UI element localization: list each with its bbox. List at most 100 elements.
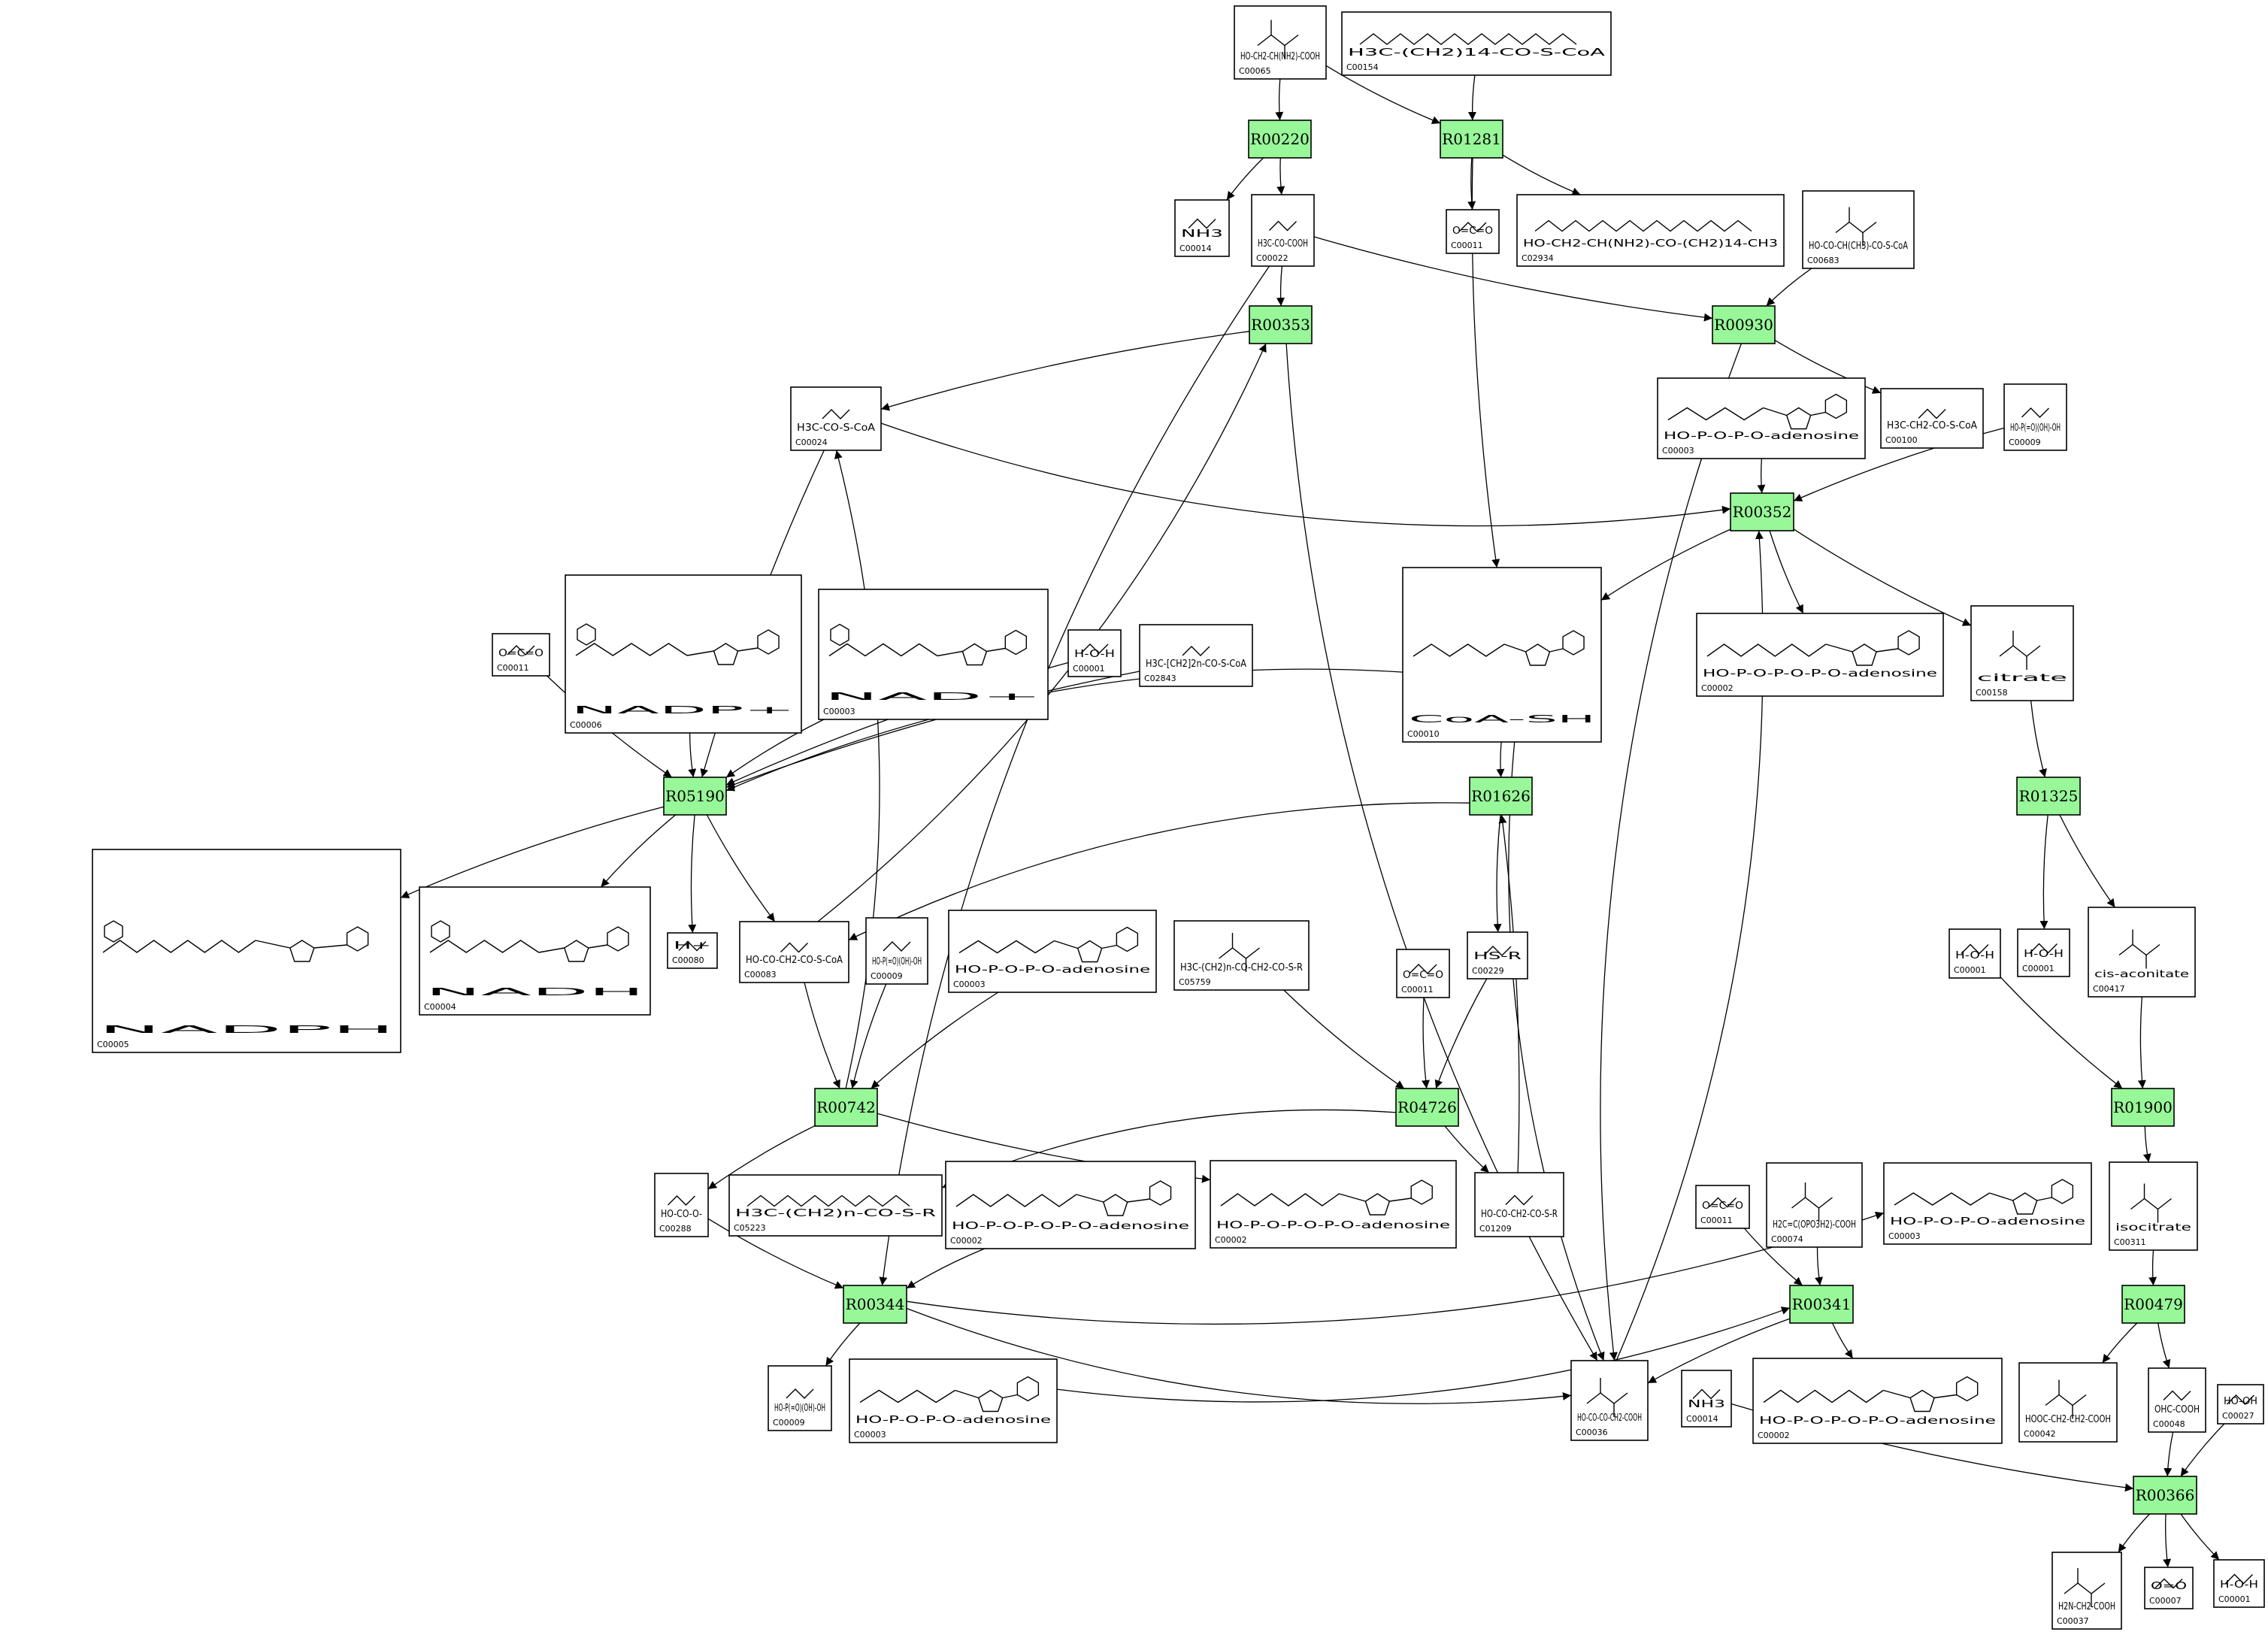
reaction-box[interactable]: [2016, 777, 2081, 816]
reaction-node-r05190[interactable]: R05190: [663, 777, 727, 816]
compound-box[interactable]: [790, 386, 882, 451]
reaction-box[interactable]: [1730, 492, 1794, 531]
compound-box[interactable]: [739, 921, 849, 983]
compound-box[interactable]: [654, 1173, 709, 1237]
compound-box[interactable]: [1474, 1172, 1564, 1237]
reaction-box[interactable]: [1712, 305, 1776, 344]
reaction-node-r00479[interactable]: R00479: [2121, 1285, 2185, 1324]
compound-box[interactable]: [1657, 377, 1866, 459]
compound-node-c00003[interactable]: NAD+C00003: [818, 589, 1049, 720]
compound-box[interactable]: [728, 1174, 943, 1237]
compound-box[interactable]: [1174, 199, 1230, 257]
compound-node-c00080[interactable]: H+C00080: [667, 932, 718, 969]
reaction-node-r00366[interactable]: R00366: [2133, 1476, 2197, 1515]
compound-box[interactable]: [1446, 209, 1500, 254]
reaction-box[interactable]: [1789, 1285, 1854, 1324]
reaction-box[interactable]: [1249, 305, 1313, 344]
reaction-box[interactable]: [2133, 1476, 2197, 1515]
compound-box[interactable]: [1696, 613, 1944, 697]
compound-box[interactable]: [1802, 190, 1915, 269]
reaction-node-r01325[interactable]: R01325: [2016, 777, 2081, 816]
compound-box[interactable]: [1883, 1162, 2092, 1245]
compound-box[interactable]: [1467, 931, 1528, 980]
compound-box[interactable]: [768, 1365, 832, 1431]
reaction-node-r00220[interactable]: R00220: [1248, 120, 1312, 159]
compound-box[interactable]: [2148, 1367, 2206, 1433]
compound-box[interactable]: [667, 932, 718, 969]
reaction-node-r00341[interactable]: R00341: [1789, 1285, 1854, 1324]
compound-box[interactable]: [1681, 1370, 1732, 1428]
reaction-node-r00353[interactable]: R00353: [1249, 305, 1313, 344]
reaction-node-r00352[interactable]: R00352: [1730, 492, 1794, 531]
reaction-node-r00930[interactable]: R00930: [1712, 305, 1776, 344]
compound-box[interactable]: [1949, 928, 2001, 979]
reaction-node-r01281[interactable]: R01281: [1440, 120, 1503, 159]
reaction-box[interactable]: [1395, 1088, 1459, 1127]
compound-node-c00006[interactable]: NADP+C00006: [565, 574, 802, 734]
compound-box[interactable]: [2213, 1559, 2265, 1608]
compound-box[interactable]: [1402, 567, 1602, 743]
compound-box[interactable]: [565, 574, 802, 734]
compound-node-c00288[interactable]: HO-CO-O-C00288: [654, 1173, 709, 1237]
compound-box[interactable]: [818, 589, 1049, 720]
reaction-box[interactable]: [663, 777, 727, 816]
compound-box[interactable]: [1067, 629, 1122, 677]
compound-box[interactable]: [2144, 1567, 2194, 1609]
compound-box[interactable]: [948, 910, 1157, 993]
reaction-box[interactable]: [2111, 1088, 2175, 1127]
compound-box[interactable]: [1210, 1160, 1457, 1249]
reaction-box[interactable]: [1248, 120, 1312, 159]
compound-box[interactable]: [865, 917, 928, 985]
reaction-box[interactable]: [1469, 777, 1533, 816]
compound-box[interactable]: [849, 1358, 1058, 1443]
reaction-node-r01626[interactable]: R01626: [1469, 777, 1533, 816]
reaction-node-r00742[interactable]: R00742: [814, 1088, 878, 1127]
compound-box[interactable]: [2017, 928, 2070, 977]
compound-box[interactable]: [1139, 624, 1253, 687]
compound-box[interactable]: [2003, 383, 2067, 451]
compound-box[interactable]: [2217, 1384, 2264, 1425]
compound-box[interactable]: [419, 886, 651, 1016]
compound-box[interactable]: [1341, 11, 1612, 76]
reaction-box[interactable]: [2121, 1285, 2185, 1324]
compound-box[interactable]: [1752, 1358, 2003, 1444]
compound-box[interactable]: [1516, 194, 1785, 267]
compound-box[interactable]: [1880, 388, 1984, 449]
